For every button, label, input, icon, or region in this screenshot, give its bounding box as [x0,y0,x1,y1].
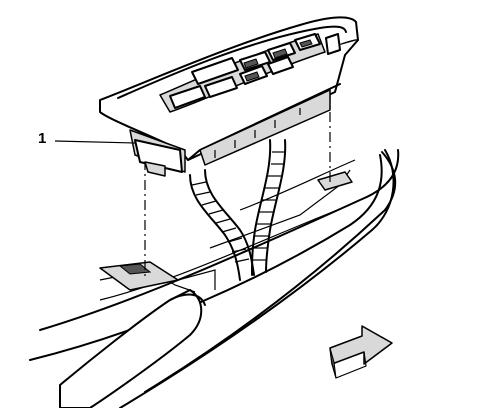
forward-arrow-icon [329,325,393,379]
wiring-harness [189,139,287,281]
door-trim-panel [29,149,400,408]
mounting-hole [317,171,353,191]
callout-leader-1 [54,140,136,144]
callout-label-1: 1 [38,130,47,147]
switch-receptacle [99,261,216,291]
window-switch-assembly [99,16,359,177]
